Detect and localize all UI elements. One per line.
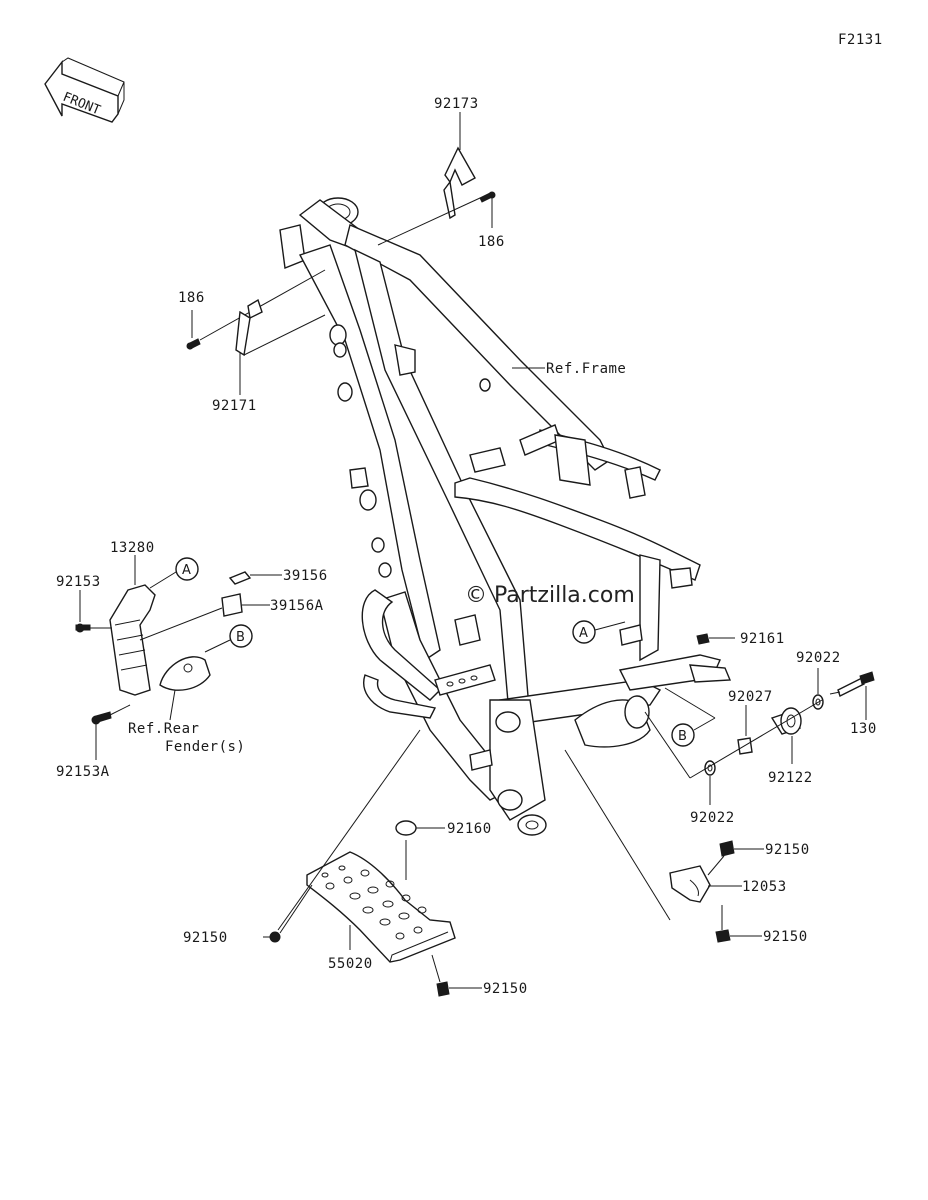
callout-92153: 92153: [56, 574, 101, 590]
callout-130: 130: [850, 721, 877, 737]
svg-text:A: A: [182, 563, 191, 578]
bolt-92153: 92153: [56, 574, 112, 633]
sticker-39156: 39156: [228, 568, 328, 585]
cap-92160: 92160: [395, 820, 492, 880]
callout-92022-bottom: 92022: [690, 810, 735, 826]
svg-text:A: A: [579, 626, 588, 641]
callout-39156: 39156: [283, 568, 328, 584]
callout-92153A: 92153A: [56, 764, 110, 780]
callout-92171: 92171: [212, 398, 257, 414]
ref-marker-b-left: B: [204, 624, 253, 653]
ref-marker-a-right: A: [572, 620, 626, 644]
washer-92022-bottom: 92022: [644, 699, 823, 826]
callout-92160: 92160: [447, 821, 492, 837]
ref-marker-a-left: A: [149, 557, 199, 589]
callout-92122: 92122: [768, 770, 813, 786]
engine-mount-bracket: [574, 654, 732, 748]
diagram-code: F2131: [838, 32, 883, 48]
washer-92022-top: 92022: [796, 650, 841, 710]
motorcycle-frame: [279, 197, 701, 836]
ref-rear-fender-line2: Fender(s): [165, 739, 245, 755]
leader-12053: [564, 749, 671, 921]
watermark: © Partzilla.com: [465, 583, 635, 608]
bolt-130: 130: [829, 671, 877, 737]
ref-rear-fender-line1: Ref.Rear: [128, 721, 199, 737]
callout-92150-right-bottom: 92150: [763, 929, 808, 945]
bracket-92171: 92171: [212, 298, 326, 414]
bracket-12053: 12053: [669, 865, 787, 903]
nut-92161: 92161: [696, 631, 785, 647]
bolt-186-top: 186: [377, 191, 505, 250]
skid-plate-55020: 55020: [306, 851, 456, 972]
callout-92150-bottom: 92150: [483, 981, 528, 997]
callout-12053: 12053: [742, 879, 787, 895]
bracket-92173: 92173: [434, 96, 479, 220]
bolt-92153A: 92153A: [56, 704, 131, 780]
callout-186-top: 186: [478, 234, 505, 250]
spacer-92027: 92027: [728, 689, 773, 755]
callout-92150-left: 92150: [183, 930, 228, 946]
callout-92173: 92173: [434, 96, 479, 112]
svg-text:B: B: [236, 630, 245, 645]
svg-text:B: B: [678, 729, 687, 744]
callout-55020: 55020: [328, 956, 373, 972]
callout-92022-top: 92022: [796, 650, 841, 666]
bolt-92150-left: 92150: [183, 729, 421, 946]
sticker-39156A: 39156A: [139, 593, 324, 641]
bushing-92122: 92122: [768, 707, 813, 786]
bolt-186-left: 186: [178, 269, 326, 350]
ref-marker-b-right: B: [664, 687, 716, 747]
callout-186-left: 186: [178, 290, 205, 306]
callout-39156A: 39156A: [270, 598, 324, 614]
bracket-13280: 13280: [109, 540, 156, 696]
callout-92161: 92161: [740, 631, 785, 647]
ref-frame-label: Ref.Frame: [546, 361, 626, 377]
front-arrow-icon: FRONT: [44, 57, 125, 123]
nut-92150-right-top: 92150: [707, 840, 810, 876]
bolt-92150-bottom: 92150: [431, 954, 528, 997]
callout-92027: 92027: [728, 689, 773, 705]
bolt-92150-right-bottom: 92150: [715, 905, 808, 945]
rear-fender-ref: Ref.Rear Fender(s): [128, 656, 245, 755]
callout-13280: 13280: [110, 540, 155, 556]
callout-92150-right-top: 92150: [765, 842, 810, 858]
